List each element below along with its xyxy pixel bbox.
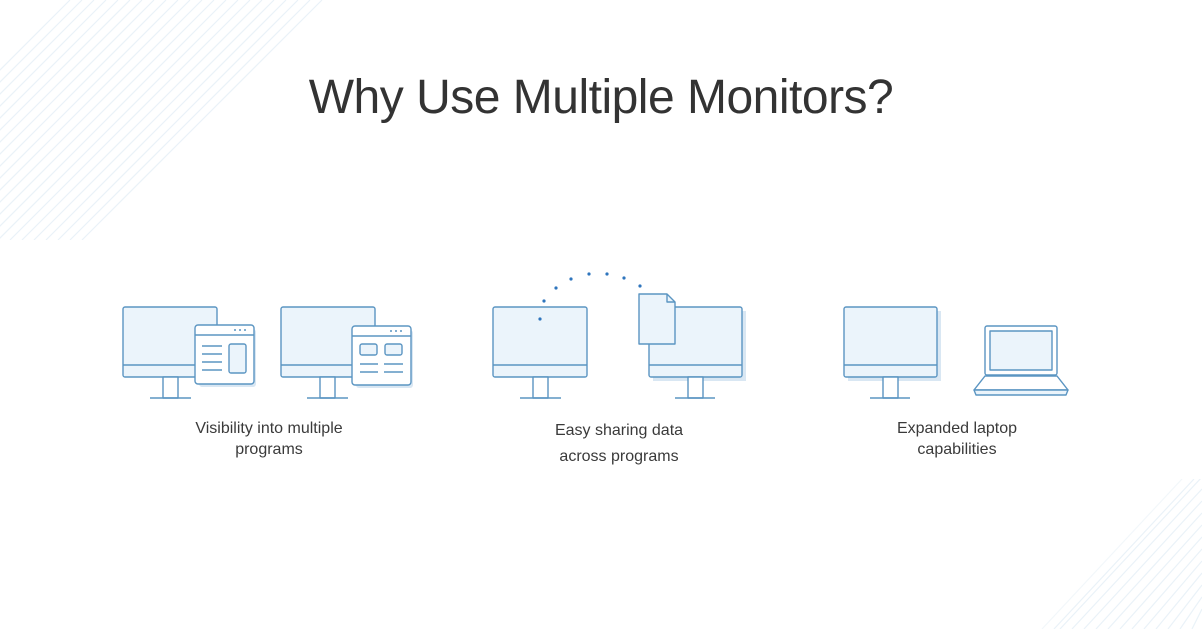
decorative-stripes-bottom-right [1041, 479, 1202, 629]
caption-line: Easy sharing data [554, 422, 684, 439]
caption-line: Expanded laptop [896, 420, 1018, 437]
caption-line: capabilities [917, 441, 997, 458]
illustrations [122, 272, 1069, 399]
caption-line: across programs [559, 448, 679, 465]
feature-caption-sharing: Easy sharing data across programs [499, 418, 739, 470]
page-title: Why Use Multiple Monitors? [308, 71, 894, 124]
caption-line: Visibility into multiple [195, 420, 343, 437]
caption-line: programs [235, 441, 303, 458]
feature-caption-visibility: Visibility into multiple programs [149, 418, 389, 460]
monitors-with-windows-icon [122, 306, 413, 399]
feature-caption-laptop: Expanded laptop capabilities [837, 418, 1077, 460]
monitor-and-laptop-icon [843, 306, 1069, 399]
monitors-sharing-file-icon [492, 272, 746, 399]
